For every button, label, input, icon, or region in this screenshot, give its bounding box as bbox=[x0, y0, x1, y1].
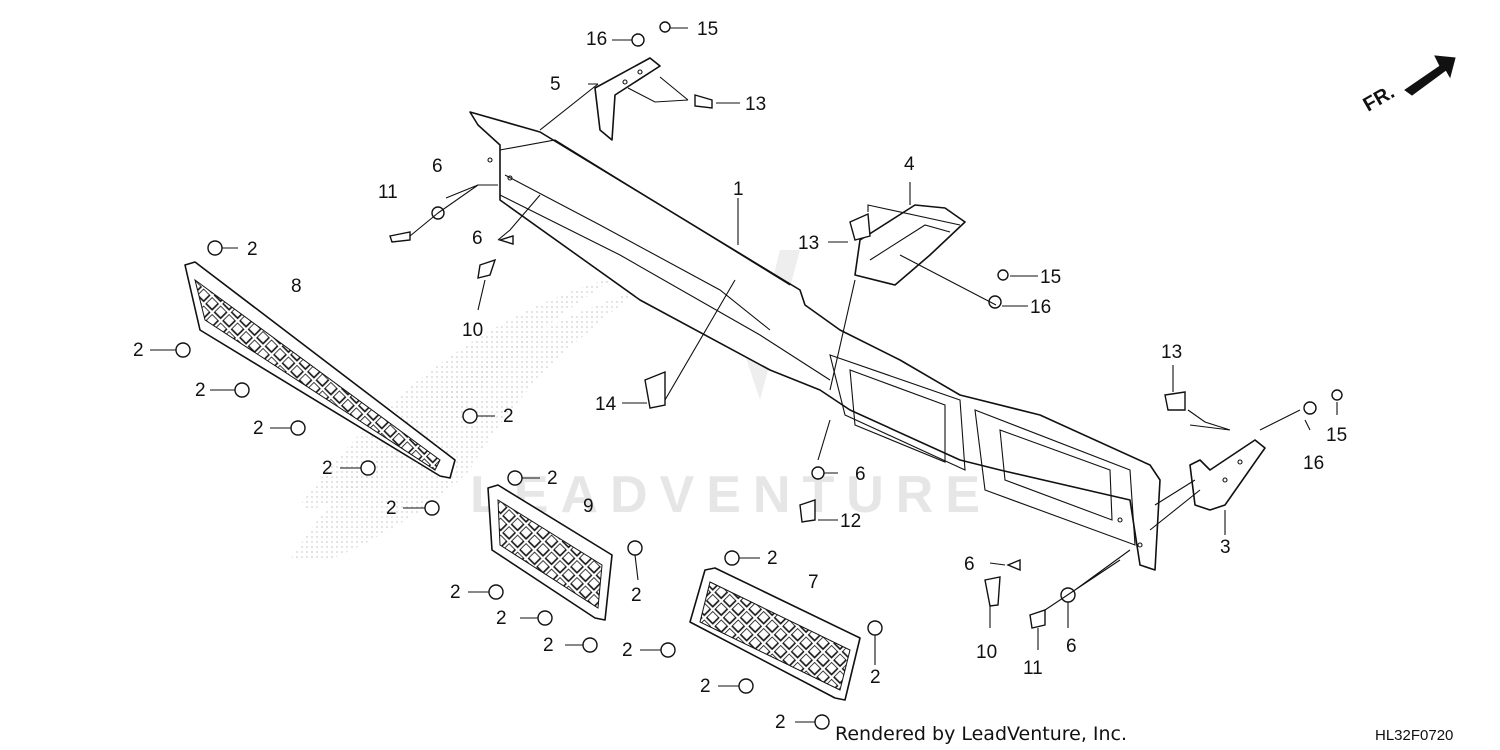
grommet-nuts bbox=[175, 240, 883, 730]
mesh-grille-large bbox=[184, 261, 456, 479]
callout-10: 10 bbox=[462, 320, 483, 341]
callout-13: 13 bbox=[745, 94, 766, 115]
callout-1: 1 bbox=[733, 179, 744, 200]
callout-13: 13 bbox=[1161, 342, 1182, 363]
callout-12: 12 bbox=[840, 511, 861, 532]
callout-6: 6 bbox=[964, 554, 975, 575]
callout-16: 16 bbox=[586, 29, 607, 50]
callout-2: 2 bbox=[503, 406, 514, 427]
callout-2: 2 bbox=[133, 340, 144, 361]
callout-2: 2 bbox=[386, 498, 397, 519]
callout-2: 2 bbox=[247, 239, 258, 260]
callout-2: 2 bbox=[622, 640, 633, 661]
bracket-middle bbox=[854, 204, 966, 286]
fasteners bbox=[389, 21, 1343, 629]
callout-2: 2 bbox=[322, 458, 333, 479]
callout-2: 2 bbox=[631, 585, 642, 606]
bracket-right bbox=[1189, 439, 1266, 511]
callout-11: 11 bbox=[378, 182, 398, 203]
callout-2: 2 bbox=[870, 667, 881, 688]
callout-2: 2 bbox=[700, 676, 711, 697]
callout-15: 15 bbox=[697, 19, 718, 40]
callout-16: 16 bbox=[1030, 297, 1051, 318]
callout-8: 8 bbox=[291, 276, 302, 297]
watermark-text: LEADVENTURE bbox=[470, 466, 992, 524]
callout-16: 16 bbox=[1303, 453, 1324, 474]
front-direction-arrow: FR. bbox=[1360, 55, 1456, 116]
callout-3: 3 bbox=[1220, 537, 1231, 558]
front-indicator-text: FR. bbox=[1360, 81, 1399, 116]
callout-labels: 1 2 2 2 2 2 2 2 2 2 2 2 2 2 2 2 2 2 2 3 … bbox=[133, 19, 1347, 733]
callout-2: 2 bbox=[253, 418, 264, 439]
mesh-grille-medium bbox=[487, 484, 613, 621]
callout-13: 13 bbox=[798, 233, 819, 254]
callout-6: 6 bbox=[855, 464, 866, 485]
diagram-code: HL32F0720 bbox=[1375, 727, 1453, 744]
callout-2: 2 bbox=[543, 635, 554, 656]
callout-4: 4 bbox=[904, 154, 915, 175]
callout-11: 11 bbox=[1023, 658, 1043, 679]
callout-15: 15 bbox=[1326, 425, 1347, 446]
callout-2: 2 bbox=[496, 608, 507, 629]
callout-6: 6 bbox=[472, 228, 483, 249]
callout-2: 2 bbox=[775, 712, 786, 733]
callout-2: 2 bbox=[450, 582, 461, 603]
callout-2: 2 bbox=[195, 380, 206, 401]
footer-credit: Rendered by LeadVenture, Inc. bbox=[835, 723, 1127, 745]
mesh-grille-small bbox=[689, 567, 861, 701]
callout-2: 2 bbox=[547, 468, 558, 489]
callout-6: 6 bbox=[1066, 636, 1077, 657]
callout-7: 7 bbox=[808, 572, 819, 593]
bracket-left bbox=[594, 57, 661, 141]
callout-2: 2 bbox=[767, 548, 778, 569]
callout-5: 5 bbox=[550, 74, 561, 95]
callout-14: 14 bbox=[595, 394, 617, 415]
callout-10: 10 bbox=[976, 642, 997, 663]
callout-15: 15 bbox=[1040, 267, 1061, 288]
leader-lines bbox=[150, 27, 1338, 723]
bumper-panel bbox=[469, 111, 1161, 571]
callout-6: 6 bbox=[432, 156, 443, 177]
callout-9: 9 bbox=[583, 496, 594, 517]
